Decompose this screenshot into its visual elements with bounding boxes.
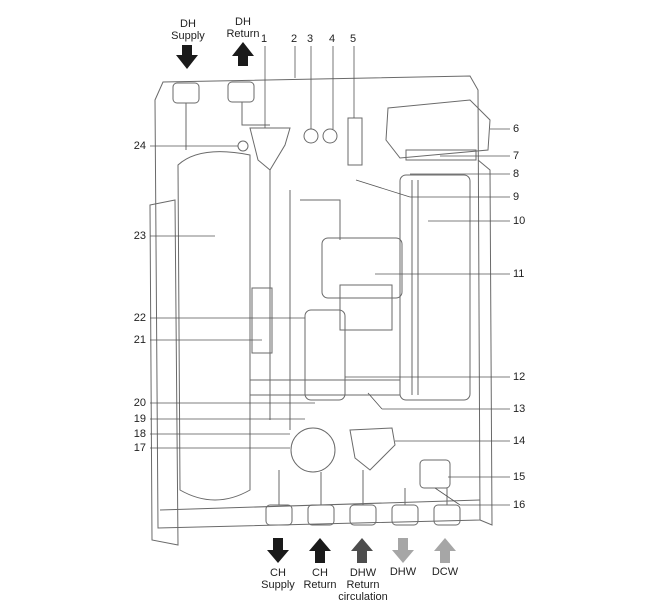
dh-return-label: DH Return	[223, 16, 263, 40]
valve-5	[347, 117, 363, 166]
dh-supply-label-line1: DH	[180, 18, 196, 30]
dhw-return-label-line1: DHW	[349, 567, 377, 579]
ch-return-label-line2: Return	[303, 579, 337, 591]
callout-13: 13	[513, 403, 526, 415]
callout-4: 4	[329, 33, 336, 45]
callout-15: 15	[513, 471, 526, 483]
right-bracket	[477, 159, 493, 526]
callout-14: 14	[513, 435, 526, 447]
ch-supply-label-line2: Supply	[261, 579, 295, 591]
dhw-return-label: DHW Return circulation	[332, 567, 394, 603]
callout-7: 7	[513, 150, 520, 162]
dcw-arrow	[434, 538, 456, 563]
component-21-22	[251, 287, 273, 354]
leader-13	[367, 392, 383, 410]
valve-12	[304, 309, 346, 401]
dh-return-label-line1: DH	[235, 16, 251, 28]
dh-return-arrow	[232, 42, 254, 66]
dcw-fitting	[433, 504, 461, 526]
dh-return-label-line2: Return	[226, 28, 260, 40]
dhw-label: DHW	[385, 566, 421, 578]
callout-3: 3	[307, 33, 314, 45]
dhw-return-fitting	[349, 504, 377, 526]
strainer-14	[349, 427, 396, 471]
ch-return-label: CH Return	[300, 567, 340, 591]
callout-21: 21	[133, 334, 146, 346]
callout-12: 12	[513, 371, 526, 383]
callout-17: 17	[133, 442, 146, 454]
callout-10: 10	[513, 215, 526, 227]
ch-supply-fitting	[265, 504, 293, 526]
callout-8: 8	[513, 168, 520, 180]
dh-supply-label: DH Supply	[168, 18, 208, 42]
dh-supply-fitting	[172, 82, 200, 104]
callout-19: 19	[133, 413, 146, 425]
callout-23: 23	[133, 230, 146, 242]
ch-supply-label-line1: CH	[270, 567, 286, 579]
ch-supply-arrow	[267, 538, 289, 563]
dcw-label-line1: DCW	[431, 566, 459, 578]
callout-2: 2	[291, 33, 298, 45]
dh-return-fitting	[227, 81, 255, 103]
ch-return-fitting	[307, 504, 335, 526]
leader-9	[355, 179, 411, 198]
dhw-return-label-line2: Return	[346, 579, 380, 591]
callout-11: 11	[513, 268, 525, 280]
pump-controller	[339, 284, 393, 331]
controller-base	[405, 149, 477, 161]
callout-5: 5	[350, 33, 357, 45]
dhw-label-line1: DHW	[389, 566, 417, 578]
callout-6: 6	[513, 123, 520, 135]
casing-outline	[154, 75, 481, 529]
valve-24	[237, 140, 249, 152]
callout-9: 9	[513, 191, 520, 203]
valve-15	[419, 459, 451, 489]
callout-16: 16	[513, 499, 526, 511]
fitting-3	[303, 128, 319, 144]
dh-supply-arrow	[176, 45, 198, 69]
controller-box	[385, 99, 491, 159]
dcw-label: DCW	[427, 566, 463, 578]
ch-return-label-line1: CH	[312, 567, 328, 579]
heat-exchanger	[399, 174, 471, 401]
fitting-4	[322, 128, 338, 144]
strainer-1	[249, 127, 291, 171]
callout-1: 1	[261, 33, 268, 45]
dhw-arrow	[392, 538, 414, 563]
expansion-vessel	[177, 151, 251, 501]
manometer-17	[290, 427, 336, 473]
ch-supply-label: CH Supply	[258, 567, 298, 591]
dhw-return-arrow	[351, 538, 373, 563]
dhw-return-label-line3: circulation	[338, 591, 388, 603]
pump-11	[321, 237, 403, 299]
ch-return-arrow	[309, 538, 331, 563]
callout-20: 20	[133, 397, 146, 409]
dh-supply-label-line2: Supply	[171, 30, 205, 42]
leader-16	[434, 487, 461, 506]
left-bracket	[149, 199, 179, 546]
callout-24: 24	[133, 140, 146, 152]
callout-22: 22	[133, 312, 146, 324]
callout-18: 18	[133, 428, 146, 440]
